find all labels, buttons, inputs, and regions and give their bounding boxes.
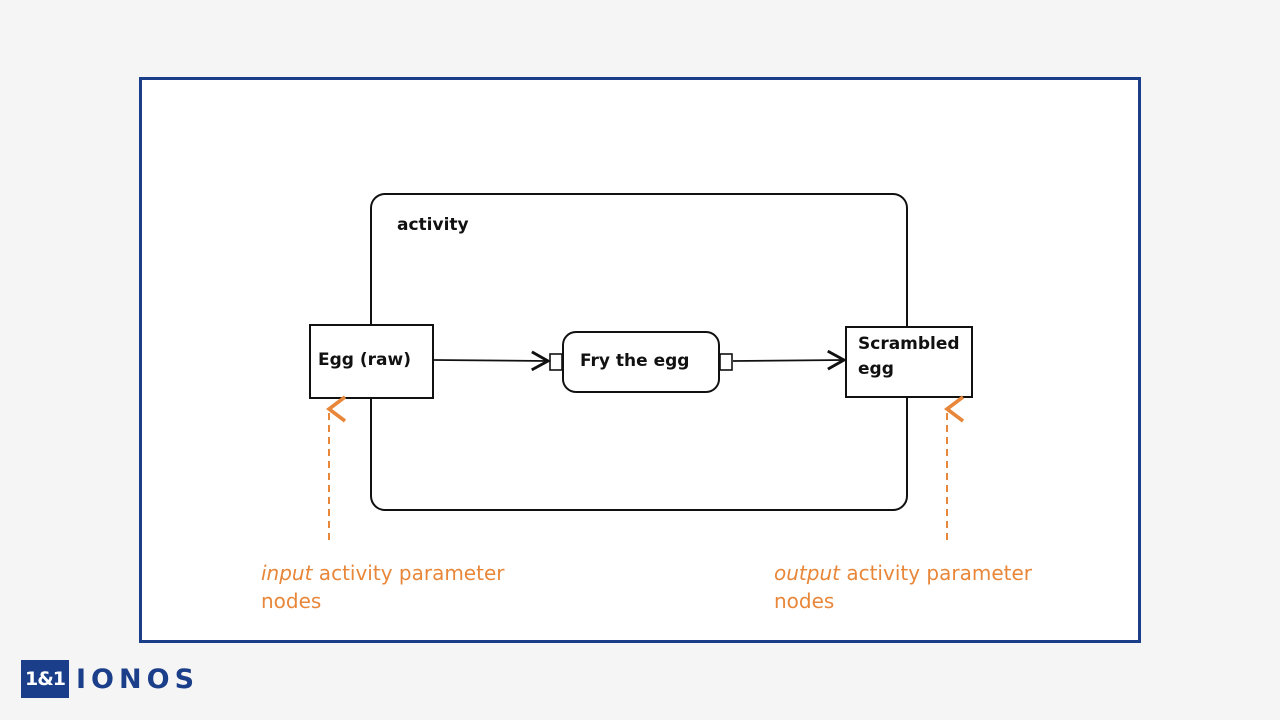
input-annotation-line1: input activity parameter xyxy=(261,559,504,587)
flow-arrow-in xyxy=(433,350,551,372)
action-node xyxy=(562,331,720,393)
input-annotation-line2: nodes xyxy=(261,589,322,613)
output-parameter-node xyxy=(845,326,973,398)
ionos-logo: 1&1 IONOS xyxy=(21,660,199,698)
output-pin xyxy=(719,353,733,371)
output-annotation-emphasis: output xyxy=(774,561,840,585)
output-annotation-line2: nodes xyxy=(774,589,835,613)
input-parameter-node xyxy=(309,324,434,399)
input-annotation-rest: activity parameter xyxy=(312,561,505,585)
flow-arrow-out xyxy=(732,349,847,371)
activity-label: activity xyxy=(397,215,469,235)
logo-wordmark: IONOS xyxy=(76,663,200,695)
diagram-frame: activity Egg (raw) Fry the egg Scrambled… xyxy=(139,77,1141,643)
input-node-label: Egg (raw) xyxy=(318,350,411,370)
input-pin xyxy=(549,353,563,371)
output-node-label-line1: Scrambled xyxy=(858,334,960,354)
output-node-label-line2: egg xyxy=(858,359,894,379)
output-annotation-line1: output activity parameter xyxy=(774,559,1032,587)
activity-diagram xyxy=(309,193,973,540)
output-annotation-rest: activity parameter xyxy=(839,561,1032,585)
input-annotation-emphasis: input xyxy=(261,561,313,585)
logo-mark: 1&1 xyxy=(21,660,70,698)
action-label: Fry the egg xyxy=(580,351,690,371)
